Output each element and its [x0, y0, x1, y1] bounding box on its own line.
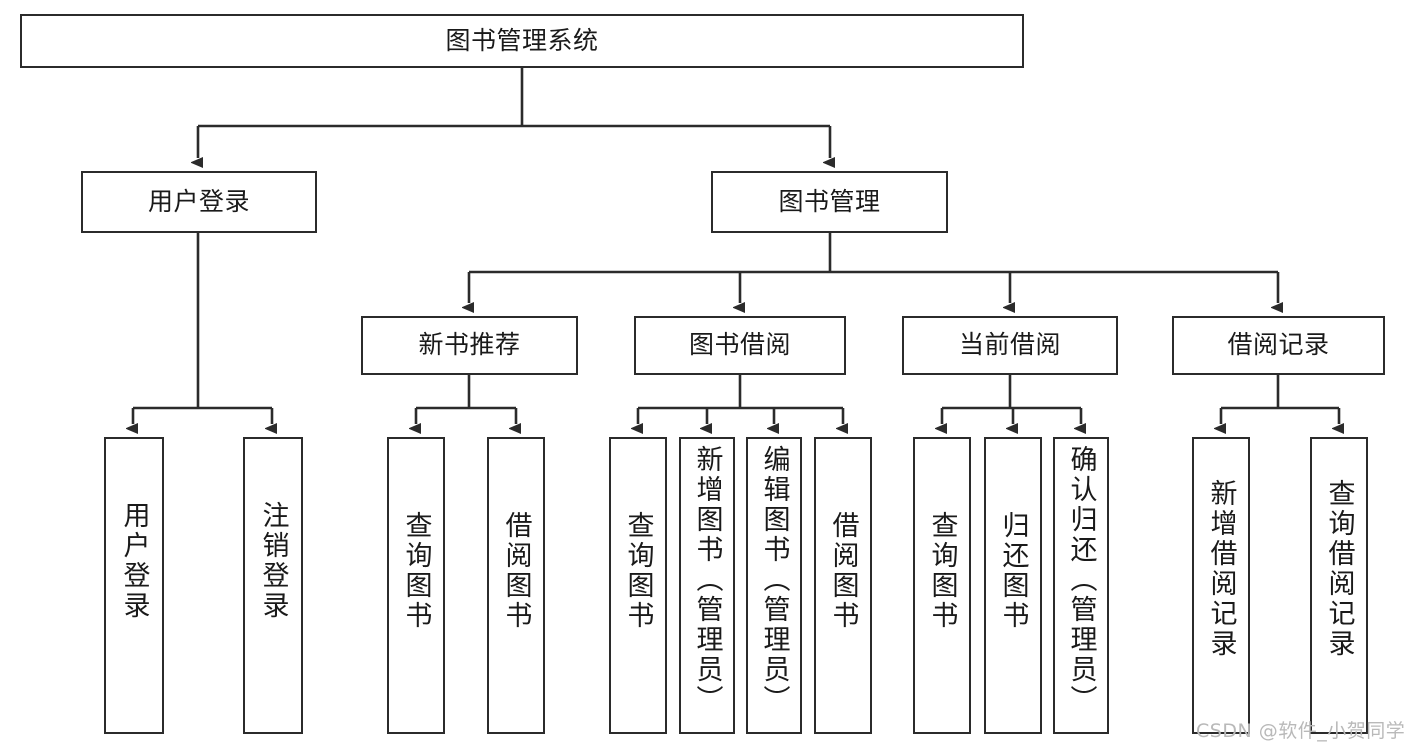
node-label: 归还图书 [997, 511, 1029, 631]
node-label: 查询图书 [926, 511, 958, 631]
node-label: 查询借阅记录 [1323, 479, 1355, 659]
node-root-root[interactable]: 图书管理系统 [20, 14, 1024, 68]
node-leaf-add-book[interactable]: 新增图书（管理员） [679, 437, 735, 734]
node-label: 用户登录 [147, 186, 250, 216]
node-leaf-borrow-book-1[interactable]: 借阅图书 [487, 437, 545, 734]
node-new-book-recommend[interactable]: 新书推荐 [361, 316, 578, 375]
node-leaf-query-book-2[interactable]: 查询图书 [609, 437, 667, 734]
node-label: 图书管理 [778, 186, 881, 216]
node-label: 查询图书 [400, 511, 432, 631]
node-leaf-return-book[interactable]: 归还图书 [984, 437, 1042, 734]
node-leaf-add-record[interactable]: 新增借阅记录 [1192, 437, 1250, 734]
node-label: 图书管理系统 [445, 25, 599, 55]
node-leaf-user-login[interactable]: 用户登录 [104, 437, 164, 734]
node-current-borrow[interactable]: 当前借阅 [902, 316, 1118, 375]
node-label: 查询图书 [622, 511, 654, 631]
node-label: 借阅记录 [1227, 330, 1330, 360]
node-label: 用户登录 [118, 501, 150, 621]
node-label: 注销登录 [257, 501, 289, 621]
node-label: 确认归还（管理员） [1065, 445, 1097, 715]
node-label: 借阅图书 [500, 511, 532, 631]
node-leaf-edit-book[interactable]: 编辑图书（管理员） [746, 437, 802, 734]
node-leaf-confirm-return[interactable]: 确认归还（管理员） [1053, 437, 1109, 734]
node-leaf-borrow-book-2[interactable]: 借阅图书 [814, 437, 872, 734]
node-leaf-query-book-1[interactable]: 查询图书 [387, 437, 445, 734]
node-borrow-record[interactable]: 借阅记录 [1172, 316, 1385, 375]
node-book-manage[interactable]: 图书管理 [711, 171, 948, 233]
node-leaf-query-record[interactable]: 查询借阅记录 [1310, 437, 1368, 734]
node-label: 当前借阅 [958, 330, 1061, 360]
node-leaf-logout-login[interactable]: 注销登录 [243, 437, 303, 734]
node-book-borrow[interactable]: 图书借阅 [634, 316, 846, 375]
node-label: 新增借阅记录 [1205, 479, 1237, 659]
node-label: 图书借阅 [688, 330, 791, 360]
node-leaf-query-book-3[interactable]: 查询图书 [913, 437, 971, 734]
node-user-login[interactable]: 用户登录 [81, 171, 317, 233]
node-label: 新增图书（管理员） [691, 445, 723, 715]
node-label: 新书推荐 [418, 330, 521, 360]
watermark-label: CSDN @软件_小贺同学 [1196, 720, 1405, 742]
node-label: 编辑图书（管理员） [758, 445, 790, 715]
node-label: 借阅图书 [827, 511, 859, 631]
